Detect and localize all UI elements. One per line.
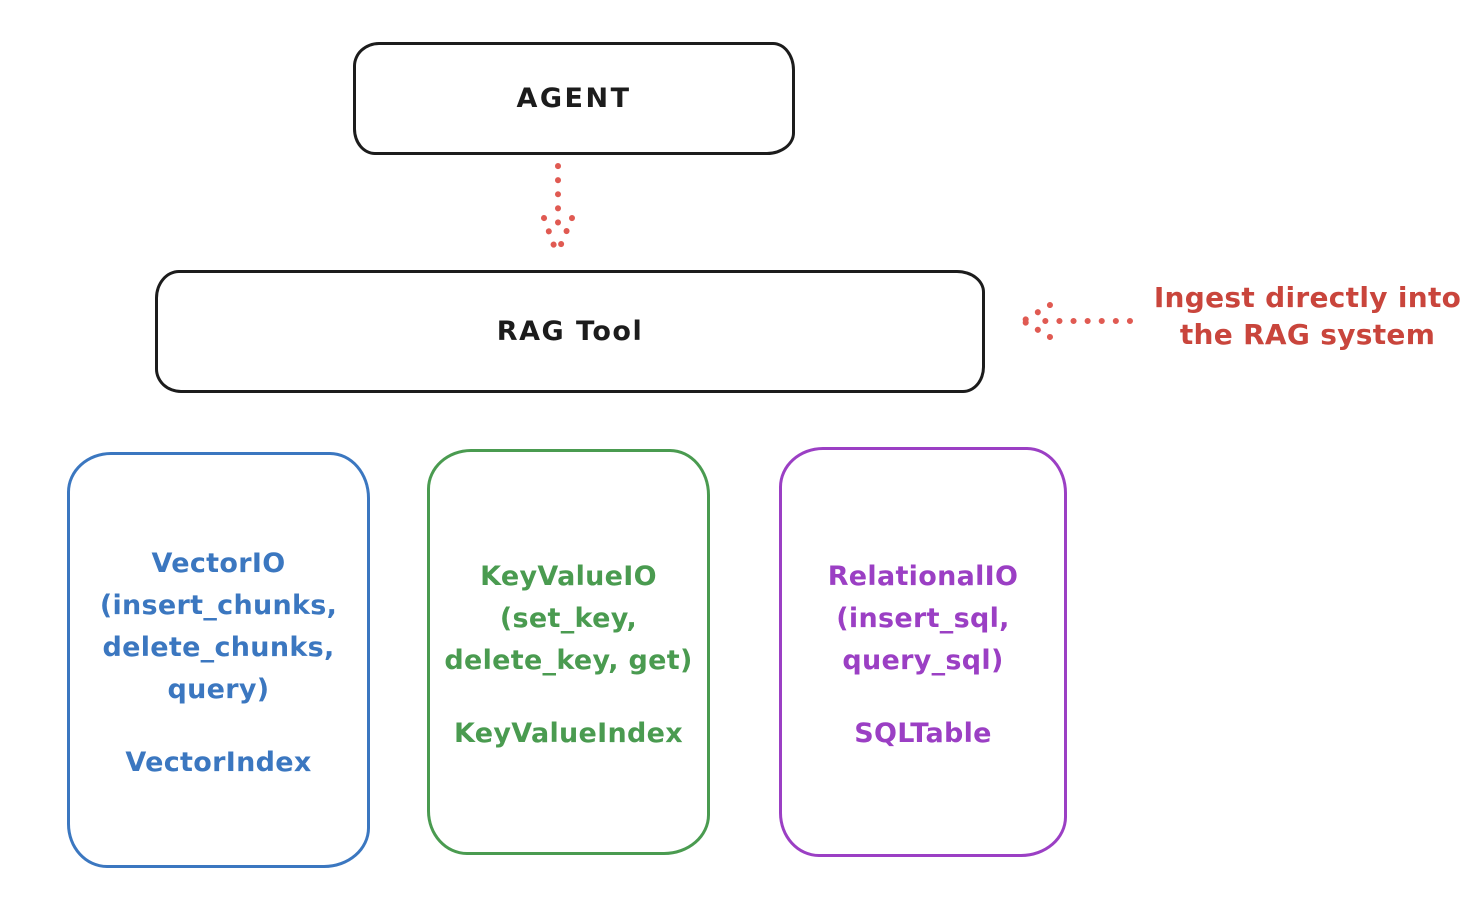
relational-io-box: RelationalIO (insert_sql, query_sql) SQL…	[779, 447, 1067, 857]
sql-table-label: SQLTable	[854, 717, 992, 749]
agent-to-rag-arrow-icon	[541, 163, 575, 257]
ingest-annotation-text: Ingest directly into the RAG system	[1153, 281, 1462, 351]
relational-io-title: RelationalIO (insert_sql, query_sql)	[827, 560, 1019, 676]
agent-node-label: AGENT	[516, 83, 632, 114]
vector-io-title: VectorIO (insert_chunks, delete_chunks, …	[99, 547, 338, 705]
vector-index-label: VectorIndex	[125, 746, 312, 778]
rag-tool-node-label: RAG Tool	[496, 316, 644, 347]
keyvalue-io-title: KeyValueIO (set_key, delete_key, get)	[444, 560, 693, 676]
agent-node: AGENT	[353, 42, 795, 155]
rag-tool-node: RAG Tool	[155, 270, 985, 393]
keyvalue-index-label: KeyValueIndex	[453, 717, 683, 749]
keyvalue-io-box: KeyValueIO (set_key, delete_key, get) Ke…	[427, 449, 710, 855]
vector-io-box: VectorIO (insert_chunks, delete_chunks, …	[67, 452, 370, 868]
ingest-annotation-arrow-icon	[1020, 302, 1133, 340]
